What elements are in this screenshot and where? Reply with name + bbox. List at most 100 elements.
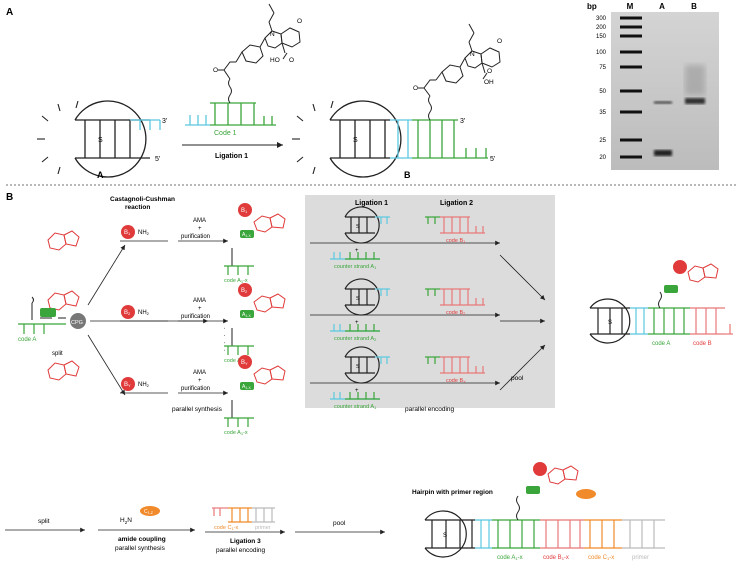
final-hairpin-b-codes	[630, 291, 733, 335]
nh2-label: NH2	[138, 310, 150, 316]
arrow-split-3	[87, 334, 126, 396]
a1x-tag	[240, 310, 254, 318]
parallel-encoding-c: parallel encoding	[216, 547, 266, 554]
product-ring	[253, 295, 273, 313]
code-c-label-c: code C1-x	[588, 555, 614, 561]
hairpin-primer-title: Hairpin with primer region	[412, 489, 493, 496]
ama-label: AMA	[193, 298, 206, 304]
gel-band-a-20	[654, 150, 672, 156]
primer-label-c: primer	[632, 555, 649, 561]
gel-marker-label: 35	[599, 110, 606, 116]
five-prime-b: 5'	[490, 156, 495, 163]
gel-bp-label: bp	[587, 2, 597, 11]
mini-hairpin-s: S	[356, 296, 360, 302]
a1x-tag-cpg	[40, 308, 56, 317]
mol-a-o3: O	[289, 57, 294, 64]
gel-lane-label: B	[691, 2, 697, 11]
code-b-label-c: code B1-x	[543, 555, 569, 561]
cpg-bead	[70, 313, 86, 329]
mol-b-o: O	[413, 85, 418, 92]
product-badge-label: BY	[241, 360, 248, 366]
amine-badge	[121, 225, 135, 239]
purification-label: purification	[181, 314, 210, 320]
encoding-row: S + counter strand A1 code BY	[310, 346, 500, 410]
pool-arrow-3	[499, 344, 546, 391]
b1y-badge-final	[673, 260, 687, 274]
c1z-badge	[140, 506, 160, 516]
code-b-label: code BY	[446, 378, 466, 384]
cpg-code-label: code A	[18, 337, 36, 343]
plus-sign: +	[355, 388, 359, 394]
ladder-band	[620, 25, 642, 29]
ama-label: AMA	[193, 370, 206, 376]
product-badge-label: B1	[241, 208, 248, 214]
mini-hairpin-s: S	[356, 364, 360, 370]
plus-label: +	[198, 378, 202, 384]
ladder-band	[620, 34, 642, 38]
counter-strand-label: counter strand A1	[334, 404, 377, 410]
red-molecule-c	[547, 465, 579, 485]
ligation1-label-a: Ligation 1	[215, 153, 248, 160]
gel-marker-label: 20	[599, 155, 606, 161]
mol-a-o2: O	[297, 18, 302, 25]
code-a-label-c: code A1-x	[497, 555, 523, 561]
c1z-label: C1-Z	[144, 509, 154, 515]
ama-label: AMA	[193, 218, 206, 224]
nh2-label: NH2	[138, 382, 150, 388]
gel-marker-label: 25	[599, 138, 606, 144]
hairpin-b	[292, 100, 402, 178]
gel-marker-label: 50	[599, 89, 606, 95]
anhydride-molecules	[47, 230, 80, 381]
castagnoli-molecule-b	[418, 23, 501, 97]
hairpin-with-primer-codes	[475, 495, 665, 549]
a1x-tag-final	[664, 285, 678, 293]
ladder-band	[620, 110, 642, 114]
hairpin-a-overhang	[130, 119, 161, 130]
final-code-a-label: code A	[652, 341, 670, 347]
purification-label: purification	[181, 386, 210, 392]
code-c-strand	[212, 507, 275, 523]
amine-badge	[121, 377, 135, 391]
product-code-label: code A1-x	[224, 430, 248, 436]
final-red-molecule	[687, 263, 719, 283]
plus-sign: +	[355, 320, 359, 326]
product-ring	[253, 367, 273, 385]
counter-strand-label: counter strand A2	[334, 336, 377, 342]
gel-marker-label: 300	[596, 16, 607, 22]
mol-b-oh: OH	[484, 79, 494, 86]
ligation1-label-b: Ligation 1	[355, 200, 388, 207]
s-label-b: S	[353, 137, 358, 144]
gel-marker-label: 200	[596, 25, 607, 31]
a1x-tag	[240, 230, 254, 238]
code-b-label: code B1	[446, 238, 466, 244]
label-compound-b: B	[404, 170, 411, 180]
gel-marker-label: 75	[599, 65, 606, 71]
mol-b-o3: O	[487, 68, 492, 75]
mol-b-n: N	[470, 51, 475, 58]
plus-label: +	[198, 306, 202, 312]
amide-coupling-label: amide coupling	[118, 536, 166, 543]
mini-hairpin-loop	[344, 278, 380, 316]
ladder-band	[620, 65, 642, 69]
gel-lane-label: M	[627, 2, 634, 11]
product-code-label: code A1-x	[224, 278, 248, 284]
plus-label: +	[198, 226, 202, 232]
gel-band-b-40	[685, 98, 705, 104]
arrow-split-1	[87, 244, 126, 306]
split-label-b: split	[52, 351, 63, 357]
primer-label-small: primer	[255, 525, 271, 531]
h2n-label: H2N	[120, 517, 132, 525]
cpg-code-a1	[18, 323, 66, 334]
parallel-encoding-b: parallel encoding	[405, 406, 455, 413]
b1y-badge-c	[533, 462, 547, 476]
pool-label-b: pool	[511, 375, 524, 382]
